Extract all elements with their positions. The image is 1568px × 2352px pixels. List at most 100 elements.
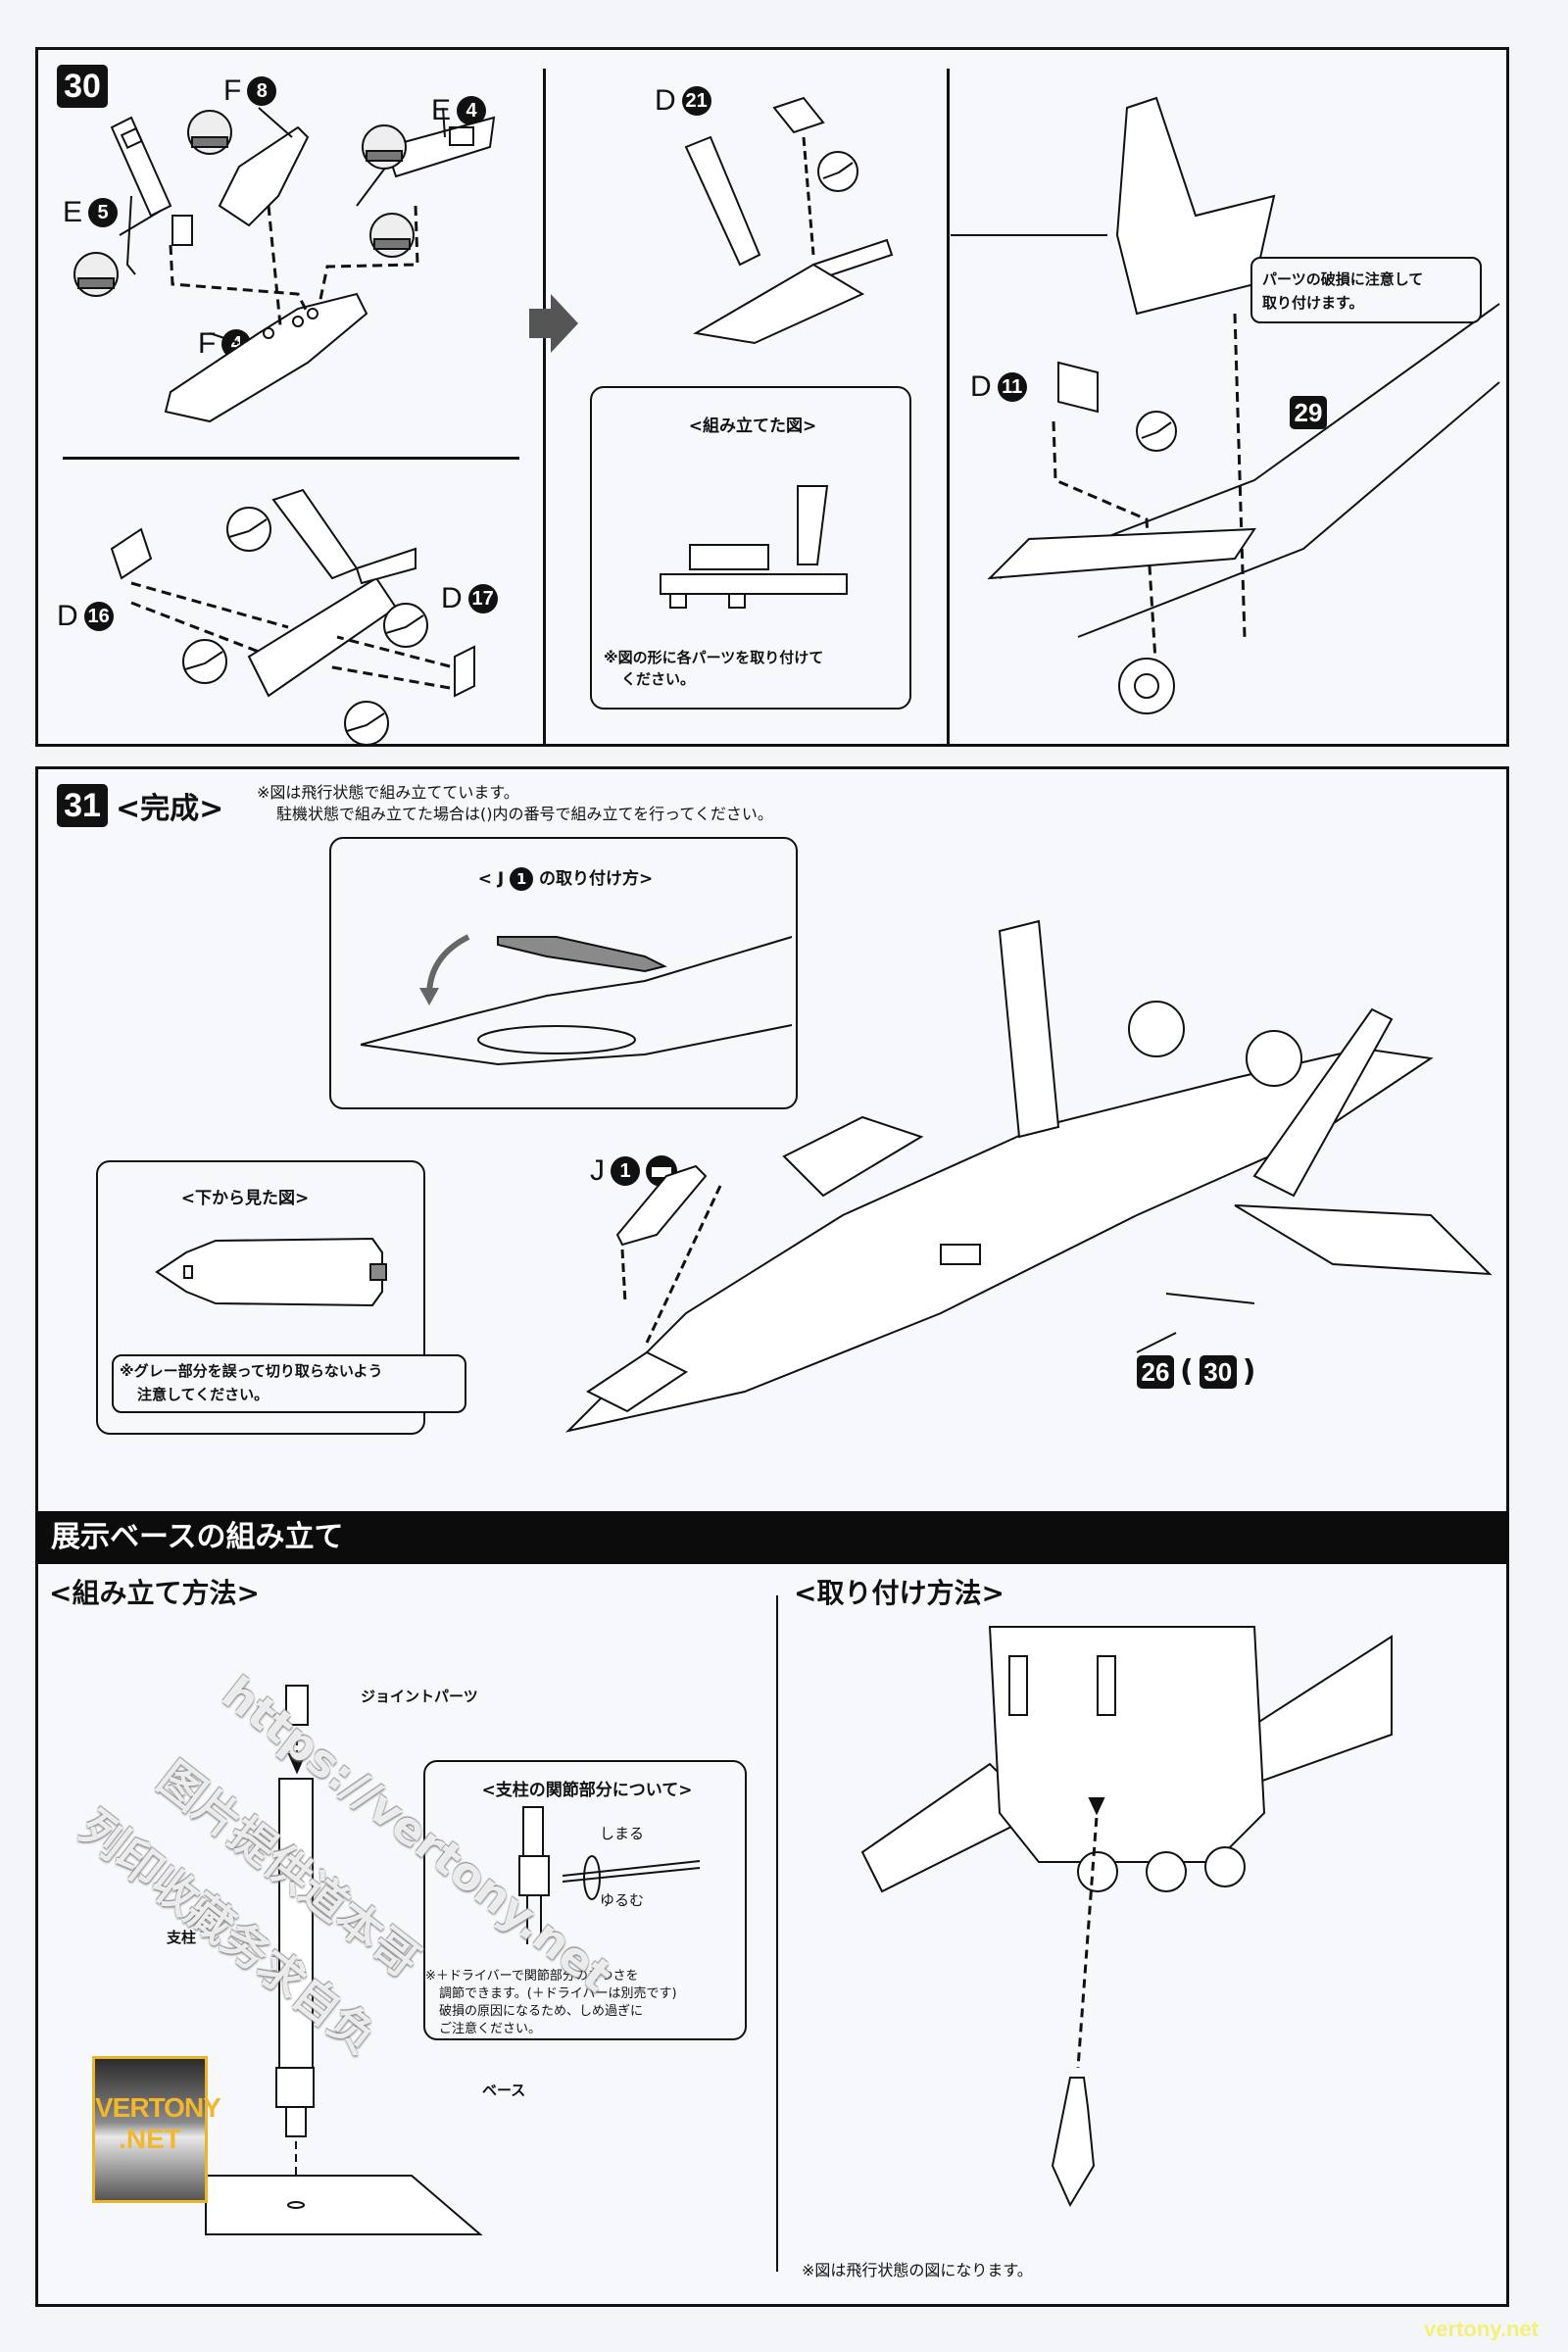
step30-left-divider [63, 457, 519, 460]
wing-29 [990, 529, 1254, 578]
joint-part [286, 1686, 308, 1725]
label-pillar: 支柱 [167, 1929, 197, 1946]
caution-box: パーツの破損に注意して 取り付けます。 [1250, 257, 1482, 323]
seat-base [249, 578, 396, 696]
assembled-view-note-1: ※図の形に各パーツを取り付けて [604, 649, 824, 666]
pillar-joint-box: <支柱の関節部分について> しまる ゆるむ ※＋ドライバーで関節部分のきつさを … [423, 1760, 747, 2040]
engine-nozzle [1078, 1852, 1117, 1891]
cement-icon [74, 253, 118, 296]
screwdriver-icon [563, 1861, 700, 1882]
step30-divider-2 [947, 69, 950, 745]
pillar-joint [276, 2068, 314, 2107]
step30-side-panels-drawing [63, 461, 523, 745]
base-section-divider [776, 1595, 778, 2272]
engine-nozzle [1247, 1031, 1301, 1086]
cement-icon [188, 111, 231, 154]
j1-install-box: < J 1 の取り付け方> [329, 837, 798, 1109]
ref-step-26: 26 [1137, 1354, 1174, 1389]
tighten-label: しまる [600, 1825, 645, 1842]
joint-note-4: ご注意ください。 [439, 2022, 542, 2036]
base-plate [206, 2176, 480, 2234]
d16-part [112, 529, 151, 578]
seat-panel-right [357, 549, 416, 583]
step31-note-1: ※図は飛行状態で組み立てています。 [257, 783, 519, 802]
label-joint-part: ジョイントパーツ [361, 1688, 478, 1705]
cement-icon [345, 702, 388, 745]
fuselage-29 [1000, 304, 1499, 637]
vertony-logo: VERTONY .NET [92, 2056, 221, 2203]
assembled-view-title: <組み立てた図> [688, 416, 817, 436]
rotate-arrow-icon [429, 937, 468, 996]
bottom-view-note-1: ※グレー部分を誤って切り取らないよう [120, 1362, 383, 1380]
landing-wheel [1119, 659, 1174, 713]
assembly-method-heading: <組み立て方法> [49, 1577, 260, 1609]
step31-title: <完成> [116, 792, 224, 826]
guide-f8 [269, 206, 280, 325]
mounting-method-heading: <取り付け方法> [794, 1577, 1004, 1609]
joint-note-1: ※＋ドライバーで関節部分のきつさを [425, 1969, 639, 1984]
bottom-view-title: <下から見た図> [180, 1189, 310, 1208]
caution-text-2: 取り付けます。 [1262, 294, 1364, 312]
j1-canopy-side-drawing [351, 927, 792, 1074]
cement-icon [363, 125, 406, 169]
wing-right [1235, 1205, 1490, 1274]
step30-cockpit-parts-drawing [63, 98, 523, 441]
label-base: ベース [482, 2082, 526, 2099]
step30-divider-1 [543, 69, 546, 745]
ref-step-30: 30 [1199, 1354, 1237, 1389]
next-step-arrow-icon [529, 294, 578, 353]
engine-nozzle [1147, 1852, 1186, 1891]
step30-install-drawing [960, 88, 1499, 735]
cockpit-tub [696, 265, 862, 343]
footer-watermark: vertony.net [1424, 2317, 1539, 2341]
j1-install-title: < J 1 の取り付け方> [477, 867, 654, 891]
cement-icon [227, 508, 270, 551]
e5-stick [127, 196, 135, 274]
canopy-gray [498, 937, 664, 971]
cockpit-assembly [1117, 98, 1274, 314]
joint-note-2: 調節できます。(＋ドライバーは別売です) [439, 1986, 677, 2001]
display-stand-drawing [147, 1686, 519, 2234]
cement-icon [384, 604, 427, 647]
base-section-banner: 展示ベースの組み立て [35, 1511, 1509, 1564]
guide-e5 [171, 245, 308, 314]
screwdriver-joint-drawing [514, 1807, 710, 1944]
d21-part [774, 98, 823, 132]
assembled-seat-drawing [661, 476, 847, 613]
stand-pillar-tip [1053, 2078, 1094, 2205]
step31-note-2: 駐機状態で組み立てた場合は()内の番号で組み立てを行ってください。 [276, 805, 773, 823]
joint-note-3: 破損の原因になるため、しめ過ぎに [439, 2004, 644, 2019]
assembled-view-note-2: ください。 [621, 670, 696, 688]
gray-tab [370, 1264, 386, 1280]
engine-nozzle [1129, 1002, 1184, 1056]
d17-part [455, 647, 474, 696]
step30-number: 30 [57, 65, 108, 108]
e5-clip [172, 216, 192, 245]
completed-fighter-drawing [549, 882, 1509, 1490]
step31-number: 31 [57, 784, 108, 827]
d11-part [1058, 363, 1098, 412]
cement-icon [370, 214, 414, 257]
loosen-label: ゆるむ [600, 1891, 645, 1909]
cement-icon [818, 152, 858, 191]
ref-step-26-30: 26 ( 30 ) [1137, 1354, 1255, 1389]
pillar-joint-title: <支柱の関節部分について> [481, 1781, 693, 1800]
e5-panel [112, 118, 171, 216]
seat-panel-top [273, 490, 357, 578]
assembled-view-box: <組み立てた図> ※図の形に各パーツを取り付けて ください。 [590, 386, 911, 710]
bottom-view-note-2: 注意してください。 [137, 1386, 270, 1403]
fuselage-side [361, 937, 792, 1064]
ref-step-29: 29 [1290, 396, 1327, 429]
bottom-view-box: <下から見た図> ※グレー部分を誤って切り取らないよう 注意してください。 [96, 1160, 466, 1435]
wing-right-underside [1254, 1637, 1392, 1784]
caution-text-1: パーツの破損に注意して [1262, 270, 1424, 288]
bottom-view-note-box [112, 1354, 466, 1413]
canard [588, 1352, 686, 1411]
cement-icon [183, 640, 226, 683]
